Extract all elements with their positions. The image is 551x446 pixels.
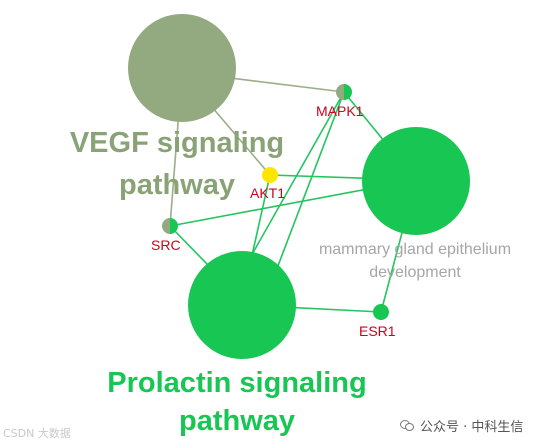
term-label-prolactin-line1: Prolactin signaling — [107, 367, 366, 399]
wechat-icon — [400, 419, 415, 432]
gene-label-src: SRC — [151, 237, 181, 253]
term-label-vegf-line1: VEGF signaling — [70, 127, 284, 159]
term-label-prolactin-line2: pathway — [179, 405, 295, 437]
gene-node-akt1[interactable] — [262, 167, 278, 183]
watermark-right-text: 公众号 · 中科生信 — [420, 420, 524, 435]
edge-mapk1-prolactin-b — [249, 91, 345, 259]
gene-node-esr1[interactable] — [373, 304, 389, 320]
term-node-mammary[interactable] — [362, 127, 470, 235]
gene-node-mapk1[interactable] — [336, 84, 352, 100]
gene-labels: MAPK1 AKT1 SRC ESR1 — [151, 103, 396, 339]
term-labels: VEGF signaling pathway mammary gland epi… — [70, 127, 511, 437]
term-node-vegf[interactable] — [128, 14, 236, 122]
term-nodes — [128, 14, 470, 359]
gene-label-akt1: AKT1 — [250, 185, 285, 201]
watermark-left: CSDN 大数据 — [3, 427, 71, 440]
gene-label-mapk1: MAPK1 — [316, 103, 364, 119]
gene-node-src[interactable] — [162, 218, 178, 234]
gene-label-esr1: ESR1 — [359, 323, 396, 339]
gene-nodes — [162, 84, 389, 320]
watermark-right: 公众号 · 中科生信 — [400, 416, 523, 435]
term-label-vegf-line2: pathway — [119, 169, 235, 201]
term-node-prolactin[interactable] — [188, 251, 296, 359]
term-label-mammary-line1: mammary gland epithelium — [319, 241, 511, 258]
term-label-mammary-line2: development — [369, 264, 461, 281]
